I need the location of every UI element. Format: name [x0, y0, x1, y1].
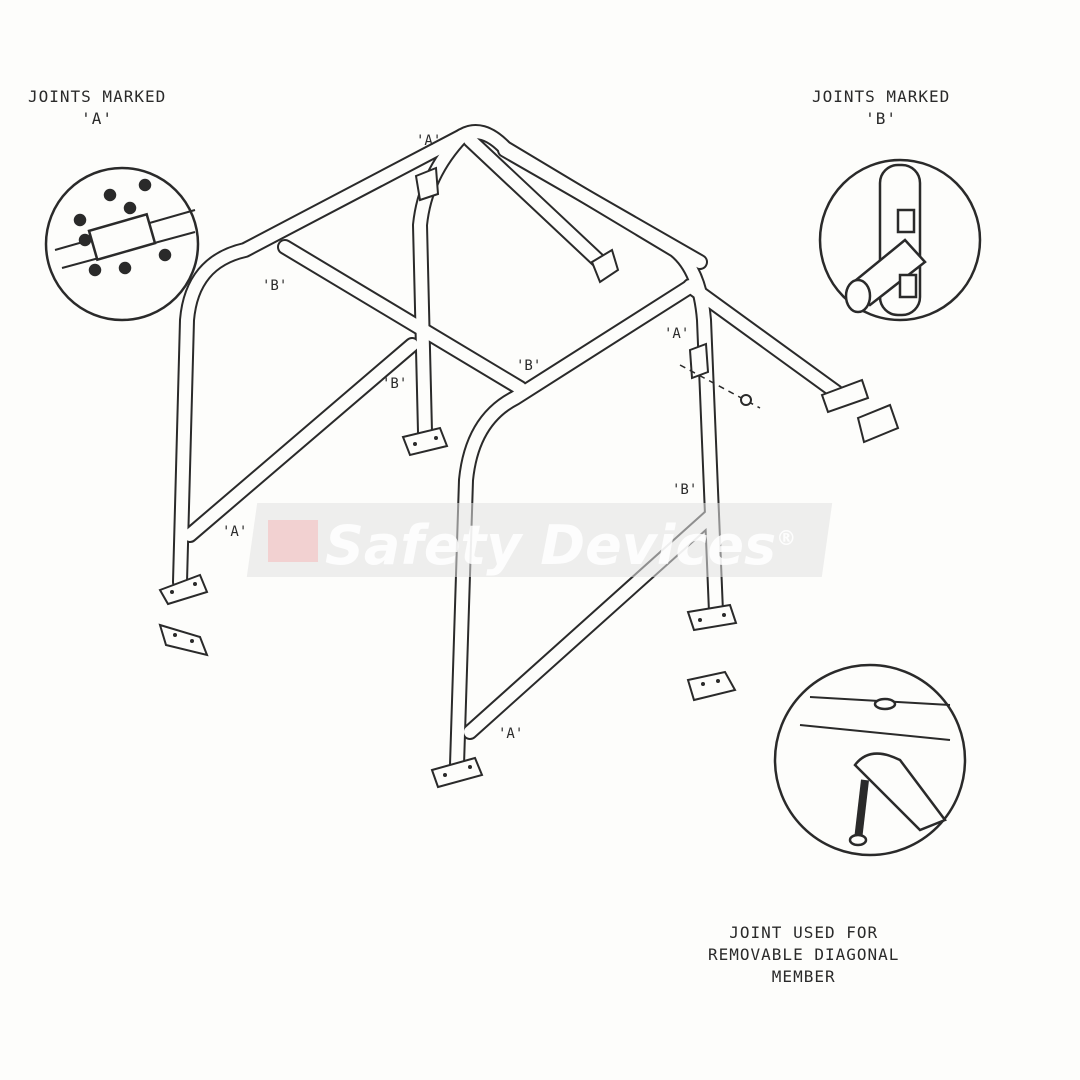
roof-bracket	[590, 248, 620, 284]
joint-marker-a: 'A'	[498, 726, 524, 742]
rear-stay-pad	[856, 403, 900, 444]
foot-plate	[401, 426, 449, 457]
rear-stay-plate	[820, 378, 870, 414]
bracket	[414, 166, 440, 202]
watermark-brand: Safety Devices	[325, 514, 777, 577]
inset-joints-a	[44, 166, 200, 322]
foot-plates	[158, 166, 900, 789]
watermark-logo-square	[268, 520, 318, 562]
removable-joint-title: JOINT USED FOR REMOVABLE DIAGONAL MEMBER	[708, 923, 900, 986]
joint-marker-a: 'A'	[222, 524, 248, 540]
bracket	[688, 342, 710, 380]
foot-plate	[430, 756, 484, 789]
loose-bracket	[158, 623, 209, 657]
bolt-axis	[679, 364, 761, 409]
joint-marker-b: 'B'	[672, 482, 698, 498]
joints-a-title: JOINTS MARKED 'A'	[28, 87, 167, 128]
joint-marker-b: 'B'	[262, 278, 288, 294]
inset-joints-b	[818, 158, 982, 322]
watermark-text: Safety Devices®	[325, 507, 796, 577]
foot-plate	[686, 603, 738, 632]
loose-bracket	[686, 670, 737, 702]
registered-mark: ®	[776, 526, 797, 550]
inset-removable-joint	[773, 663, 967, 857]
joint-marker-b: 'B'	[516, 358, 542, 374]
joints-b-title: JOINTS MARKED 'B'	[812, 87, 951, 128]
bolt	[740, 394, 752, 406]
joint-marker-a: 'A'	[416, 133, 442, 149]
plate-holes	[170, 436, 726, 777]
joint-marker-a: 'A'	[664, 326, 690, 342]
joint-marker-b: 'B'	[382, 376, 408, 392]
